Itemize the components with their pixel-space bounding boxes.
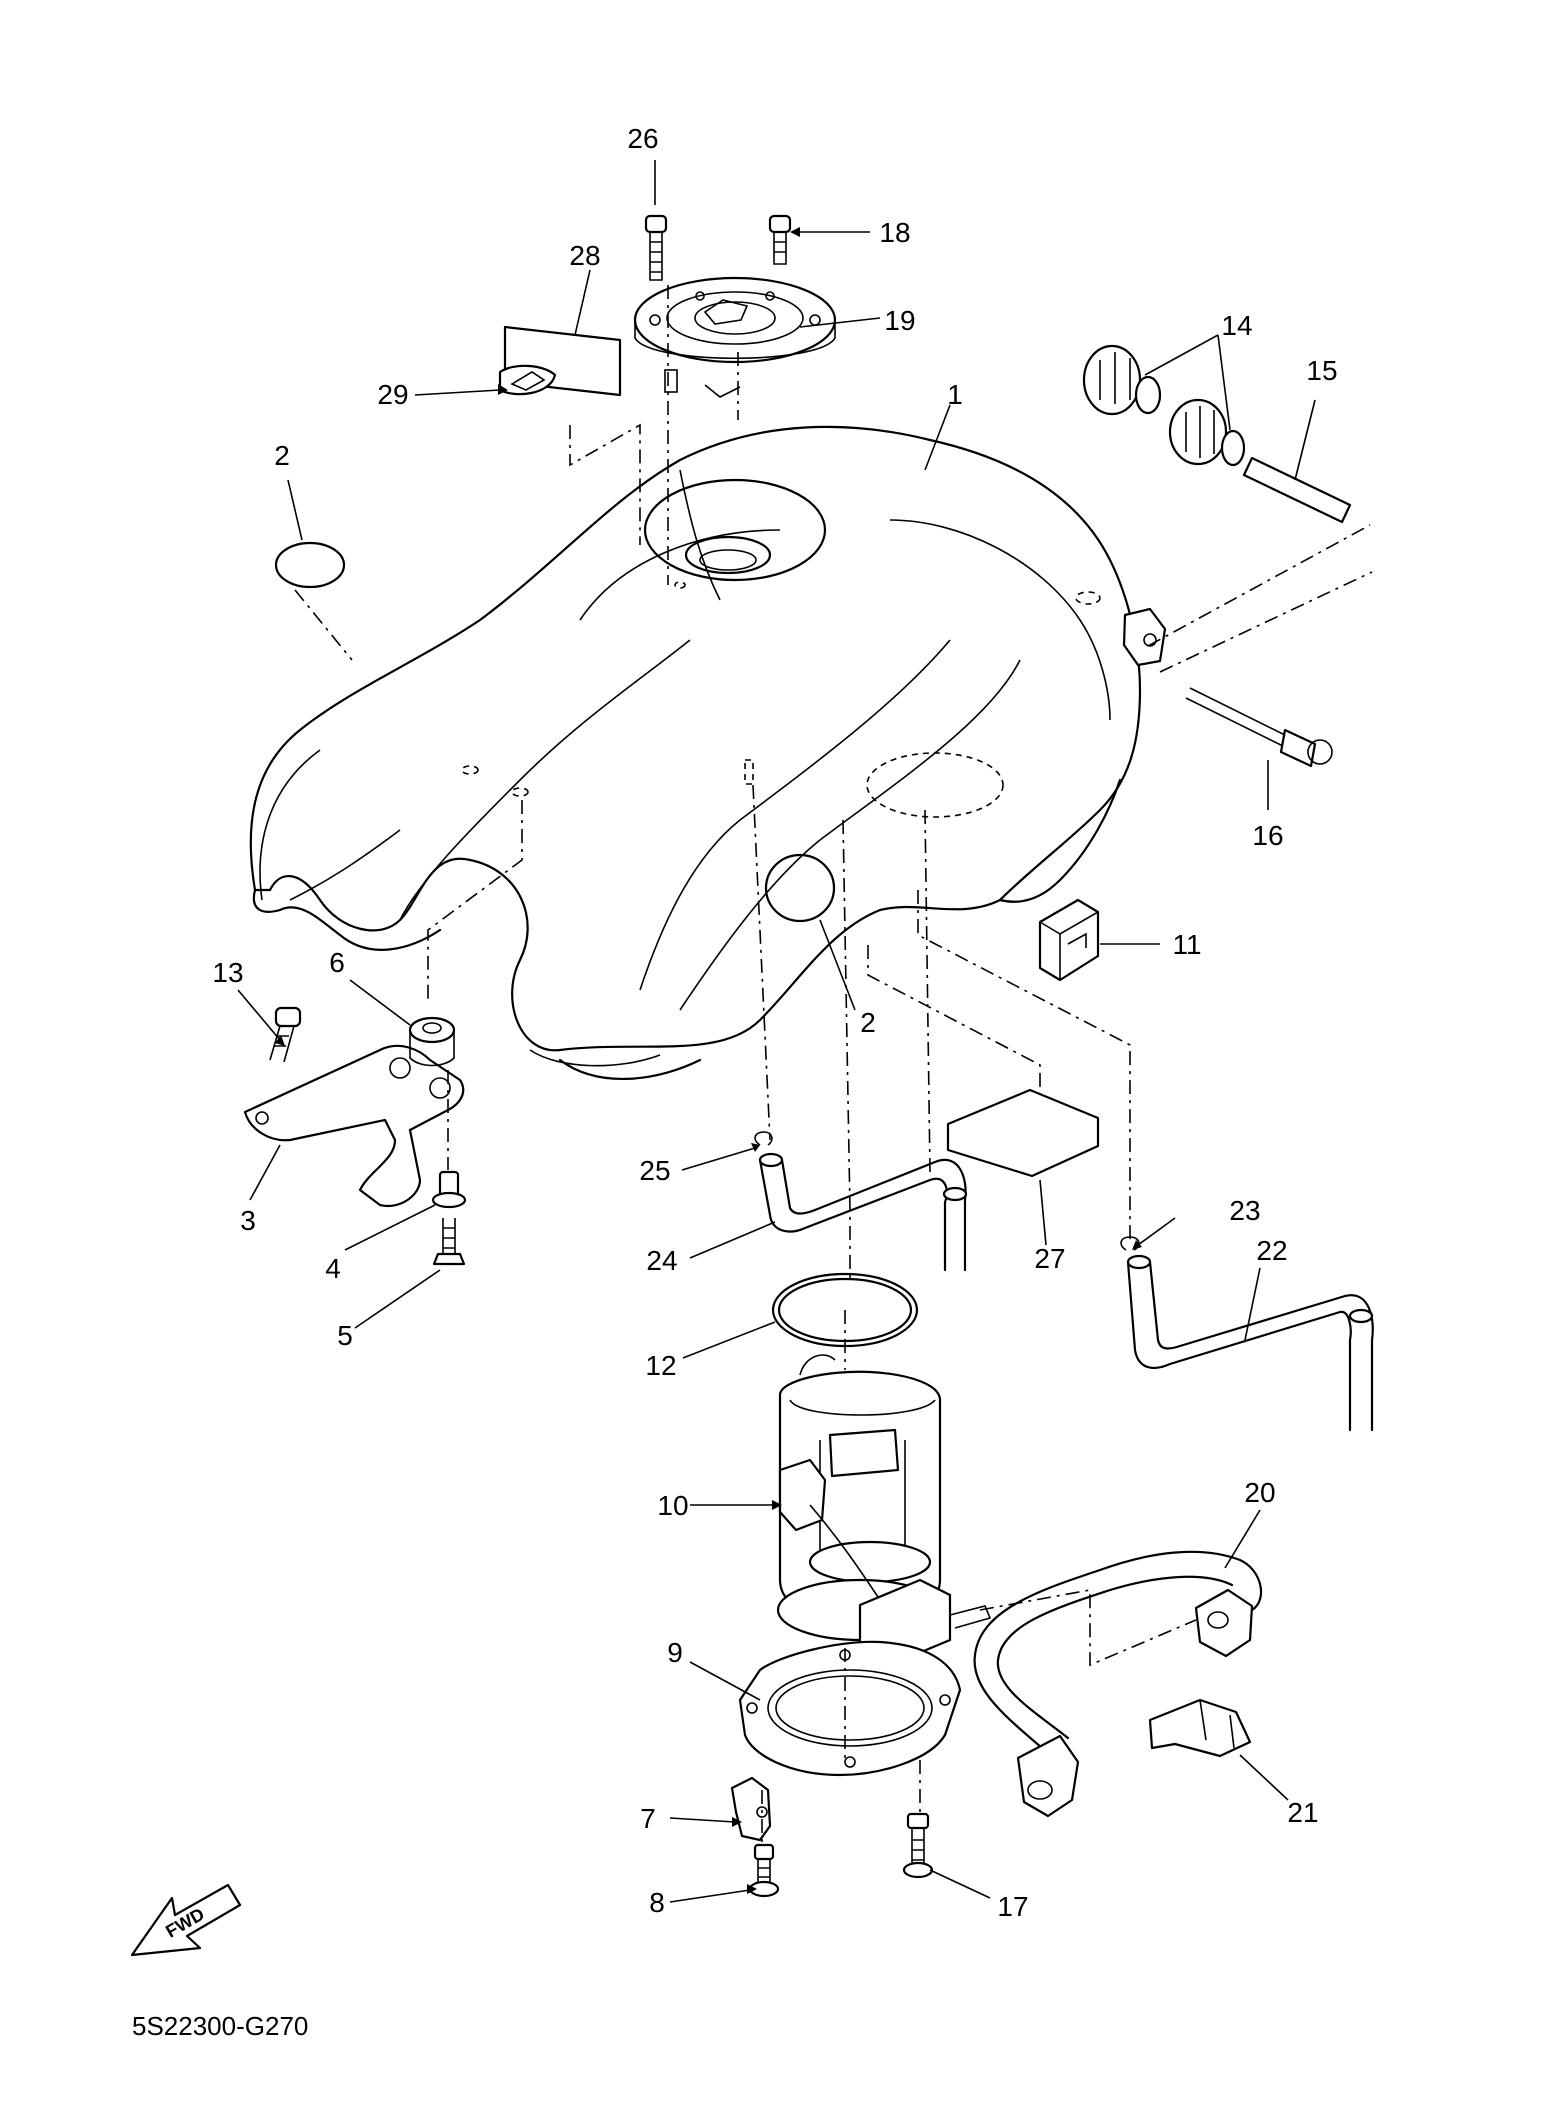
callout-15: 14 — [1221, 310, 1252, 341]
fuel-pump-8 — [776, 1354, 992, 1667]
bolt-11 — [748, 1843, 780, 1898]
clip-26 — [754, 1131, 773, 1146]
callout-5: 4 — [325, 1253, 341, 1284]
callout-25: 24 — [646, 1245, 677, 1276]
callout-14: 13 — [212, 957, 243, 988]
callout-2-right: 2 — [860, 1007, 876, 1038]
callout-20: 19 — [884, 305, 915, 336]
callout-17: 16 — [1252, 820, 1283, 851]
bracket-10 — [730, 1776, 772, 1842]
bolt-17 — [1185, 687, 1333, 768]
callout-8: 10 — [657, 1490, 688, 1521]
damper-4 — [408, 1016, 456, 1067]
protector-27 — [946, 1088, 1100, 1178]
collar-5 — [431, 1170, 467, 1209]
callout-3: 3 — [240, 1205, 256, 1236]
callout-21: 20 — [1244, 1477, 1275, 1508]
callout-9: 9 — [667, 1637, 683, 1668]
callout-29: 29 — [377, 379, 408, 410]
collar-16 — [1242, 456, 1352, 524]
bolt-14 — [269, 1006, 302, 1063]
callout-11: 8 — [649, 1887, 665, 1918]
bracket-3 — [243, 1044, 465, 1208]
drawing-code: 5S22300-G270 — [132, 2011, 308, 2041]
hose-25 — [758, 1152, 968, 1272]
callout-16: 15 — [1306, 355, 1337, 386]
callout-27: 27 — [1034, 1243, 1065, 1274]
callout-12: 12 — [645, 1350, 676, 1381]
fuel-tank — [249, 425, 1167, 1081]
damper-15a — [1082, 344, 1162, 416]
callout-10: 7 — [640, 1803, 656, 1834]
bolt-13 — [902, 1812, 934, 1879]
fuel-cap — [633, 276, 837, 398]
callout-19: 18 — [879, 217, 910, 248]
fwd-arrow-icon: FWD — [130, 1883, 242, 1957]
callout-24: 23 — [1229, 1195, 1260, 1226]
bolt-19 — [768, 214, 792, 265]
callout-1: 1 — [947, 379, 963, 410]
callout-26: 25 — [639, 1155, 670, 1186]
callout-22: 21 — [1287, 1797, 1318, 1828]
leader-lines — [237, 160, 1316, 1903]
bolt-18 — [644, 214, 668, 281]
callout-23: 22 — [1256, 1235, 1287, 1266]
callout-18: 26 — [627, 123, 658, 154]
callout-28: 28 — [569, 240, 600, 271]
emblem-left — [274, 541, 346, 589]
callout-2-left: 2 — [274, 440, 290, 471]
warning-label — [498, 364, 557, 396]
emblem-right — [764, 853, 836, 923]
clip-22 — [1148, 1698, 1252, 1758]
callout-13: 17 — [997, 1891, 1028, 1922]
bolt-6 — [432, 1218, 466, 1266]
hose-23 — [1126, 1254, 1374, 1432]
damper-15b — [1168, 398, 1246, 467]
fuel-hose-21 — [973, 1550, 1262, 1818]
callout-7: 11 — [1172, 929, 1201, 960]
callout-labels: 26 18 28 19 29 14 15 1 2 16 11 13 6 2 25… — [212, 123, 1337, 1922]
callout-4: 6 — [329, 947, 345, 978]
gasket-9 — [738, 1640, 962, 1777]
callout-6: 5 — [337, 1320, 353, 1351]
damper-7 — [1038, 898, 1100, 982]
